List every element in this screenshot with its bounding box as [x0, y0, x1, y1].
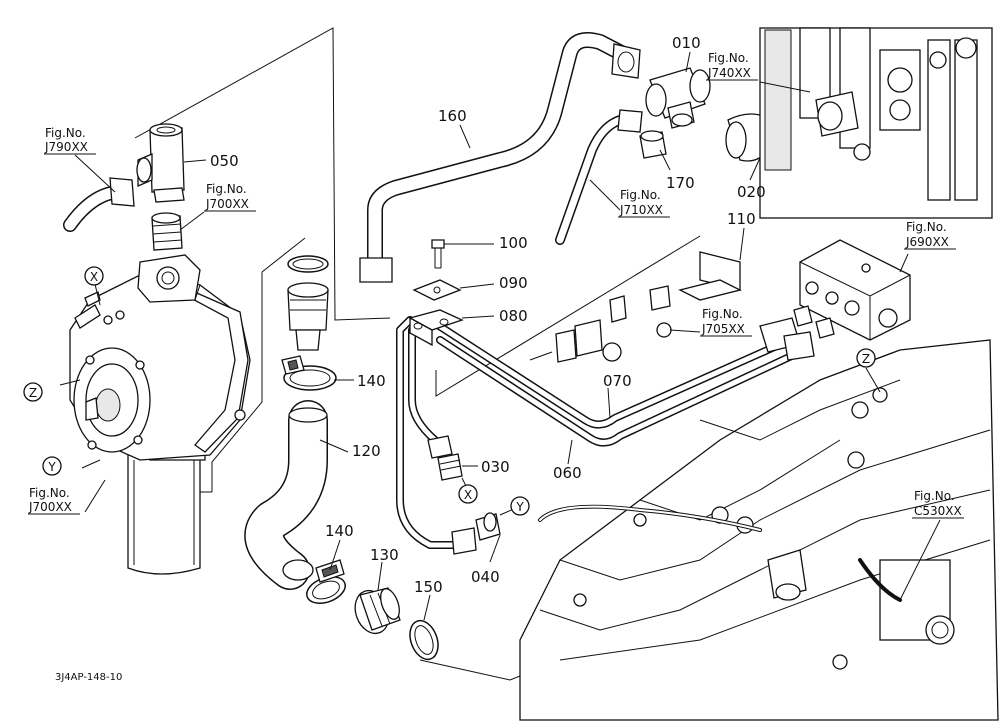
part-150-o-ring	[409, 619, 439, 661]
part-090-plate	[412, 279, 462, 301]
svg-text:Fig.No.: Fig.No.	[702, 307, 743, 321]
part-080-pipe-clamp	[408, 309, 464, 347]
callout-150: 150	[414, 578, 443, 596]
svg-text:J700XX: J700XX	[28, 500, 72, 514]
construction-lines	[134, 27, 701, 681]
fig-ref-j710: Fig.No. J710XX	[618, 188, 670, 218]
svg-text:Fig.No.: Fig.No.	[29, 486, 70, 500]
marker-x2: X	[458, 484, 478, 504]
part-140-hose-clamp-upper	[281, 355, 337, 391]
part-o-ring-top	[287, 255, 329, 273]
svg-text:X: X	[464, 488, 472, 502]
svg-text:Z: Z	[29, 386, 37, 400]
fig-ref-j790: Fig.No. J790XX	[44, 126, 96, 155]
marker-y1: Y	[42, 456, 62, 476]
part-040-fitting	[451, 512, 501, 555]
callout-040: 040	[471, 568, 500, 586]
suction-hose-j790	[63, 177, 135, 232]
callout-020: 020	[737, 183, 766, 201]
fig-ref-j690: Fig.No. J690XX	[904, 220, 956, 250]
callout-060: 060	[553, 464, 582, 482]
svg-text:Y: Y	[47, 460, 56, 474]
hydraulic-pump	[69, 254, 251, 575]
svg-text:J700XX: J700XX	[205, 197, 249, 211]
callout-080: 080	[499, 307, 528, 325]
pipes-060-070	[396, 316, 815, 549]
svg-text:Fig.No.: Fig.No.	[708, 51, 749, 65]
callout-160: 160	[438, 107, 467, 125]
marker-z1: Z	[23, 382, 43, 402]
callout-140b: 140	[325, 522, 354, 540]
transmission-case	[519, 339, 999, 721]
svg-text:Fig.No.: Fig.No.	[206, 182, 247, 196]
svg-text:J690XX: J690XX	[905, 235, 949, 249]
part-030-fitting	[427, 435, 463, 481]
callout-170: 170	[666, 174, 695, 192]
hose-adapter-top	[287, 282, 329, 351]
callout-030: 030	[481, 458, 510, 476]
part-130-adapter	[354, 587, 401, 635]
control-valve-block	[759, 27, 993, 219]
manifold-block-j690	[793, 239, 911, 341]
part-100-bolt	[431, 239, 445, 269]
callout-110: 110	[727, 210, 756, 228]
callout-050: 050	[210, 152, 239, 170]
svg-text:Fig.No.: Fig.No.	[45, 126, 86, 140]
svg-text:J710XX: J710XX	[619, 203, 663, 217]
callout-090: 090	[499, 274, 528, 292]
callout-120: 120	[352, 442, 381, 460]
drawing-code: 3J4AP-148-10	[55, 672, 122, 683]
svg-text:C530XX: C530XX	[914, 504, 962, 518]
part-170-cap	[639, 130, 667, 159]
part-160-hose	[359, 32, 641, 283]
fig-ref-c530: Fig.No. C530XX	[912, 489, 964, 519]
part-140-hose-clamp-lower	[306, 559, 346, 604]
marker-y2: Y	[510, 496, 530, 516]
hose-j710	[555, 109, 643, 245]
fig-ref-j700-bottom: Fig.No. J700XX	[28, 486, 80, 515]
svg-text:Fig.No.: Fig.No.	[906, 220, 947, 234]
part-050-tee-fitting	[136, 123, 185, 203]
callout-070: 070	[603, 372, 632, 390]
callout-130: 130	[370, 546, 399, 564]
svg-text:J705XX: J705XX	[701, 322, 745, 336]
svg-text:Y: Y	[515, 500, 524, 514]
callout-140a: 140	[357, 372, 386, 390]
marker-x1: X	[84, 266, 104, 286]
marker-z2: Z	[856, 348, 876, 368]
adapter-nipple	[151, 212, 183, 251]
fig-ref-j700-top: Fig.No. J700XX	[204, 182, 256, 212]
part-120-hose	[244, 400, 328, 590]
part-010-tee	[645, 67, 711, 129]
svg-text:J790XX: J790XX	[44, 140, 88, 154]
svg-text:Fig.No.: Fig.No.	[914, 489, 955, 503]
callout-010: 010	[672, 34, 701, 52]
svg-text:J740XX: J740XX	[707, 66, 751, 80]
fig-ref-j705: Fig.No. J705XX	[700, 307, 752, 337]
svg-text:Z: Z	[862, 352, 870, 366]
fig-ref-j740: Fig.No. J740XX	[706, 51, 758, 81]
part-110-bracket	[529, 251, 742, 363]
svg-text:Fig.No.: Fig.No.	[620, 188, 661, 202]
svg-text:X: X	[90, 270, 98, 284]
callout-100: 100	[499, 234, 528, 252]
